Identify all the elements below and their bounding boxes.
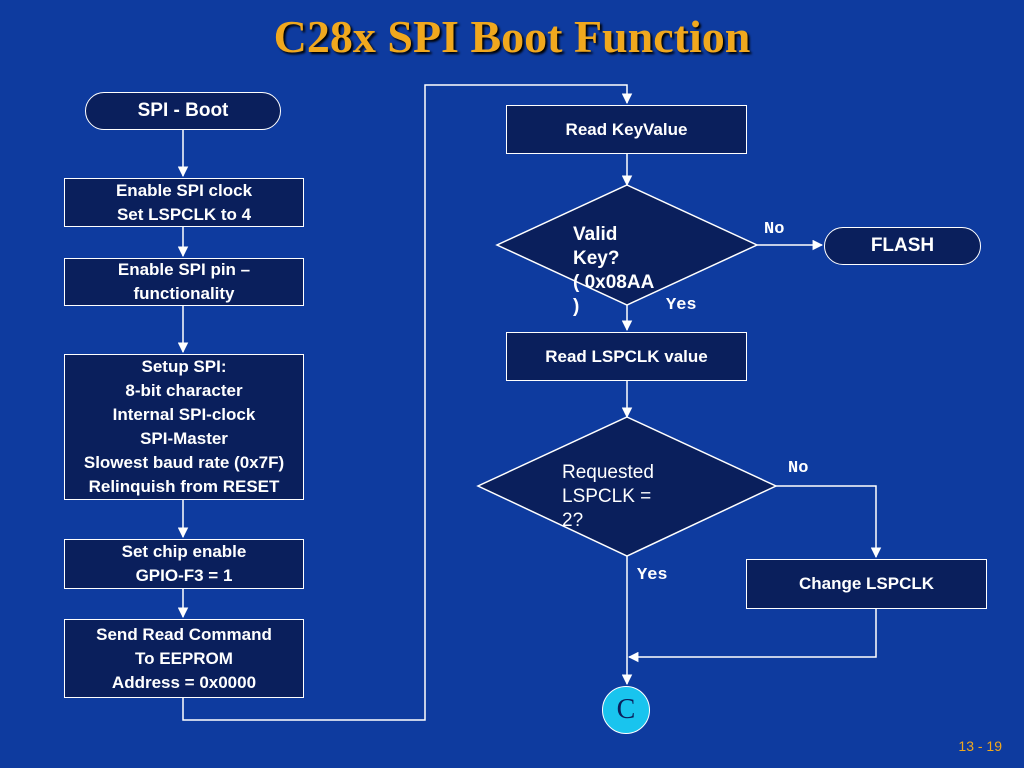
valid-key-yes-label: Yes bbox=[666, 296, 697, 315]
setup-spi-box: Setup SPI: 8-bit character Internal SPI-… bbox=[64, 354, 304, 500]
arrow-requested-no-to-change bbox=[776, 485, 882, 559]
valid-key-diamond bbox=[495, 184, 759, 306]
read-lspclk-box: Read LSPCLK value bbox=[506, 332, 747, 381]
page-number: 13 - 19 bbox=[958, 738, 1002, 754]
requested-lspclk-yes-label: Yes bbox=[637, 566, 668, 585]
read-keyvalue-box: Read KeyValue bbox=[506, 105, 747, 154]
send-read-command-box: Send Read Command To EEPROM Address = 0x… bbox=[64, 619, 304, 698]
set-chip-enable-box: Set chip enable GPIO-F3 = 1 bbox=[64, 539, 304, 589]
arrow-send-to-readkey bbox=[182, 84, 633, 721]
slide-title: C28x SPI Boot Function bbox=[273, 11, 751, 62]
spi-boot-start: SPI - Boot bbox=[85, 92, 281, 130]
flash-terminal: FLASH bbox=[824, 227, 981, 265]
requested-lspclk-no-label: No bbox=[788, 459, 809, 478]
requested-lspclk-text: Requested LSPCLK = 2? bbox=[562, 462, 654, 531]
enable-spi-pin-box: Enable SPI pin – functionality bbox=[64, 258, 304, 306]
change-lspclk-box: Change LSPCLK bbox=[746, 559, 987, 609]
valid-key-no-label: No bbox=[764, 220, 785, 239]
requested-lspclk-diamond bbox=[476, 416, 778, 557]
valid-key-text: Valid Key? ( 0x08AA ) bbox=[573, 224, 655, 317]
arrow-change-to-merge bbox=[627, 609, 877, 663]
enable-spi-clock-box: Enable SPI clock Set LSPCLK to 4 bbox=[64, 178, 304, 227]
connector-c: C bbox=[602, 686, 650, 734]
